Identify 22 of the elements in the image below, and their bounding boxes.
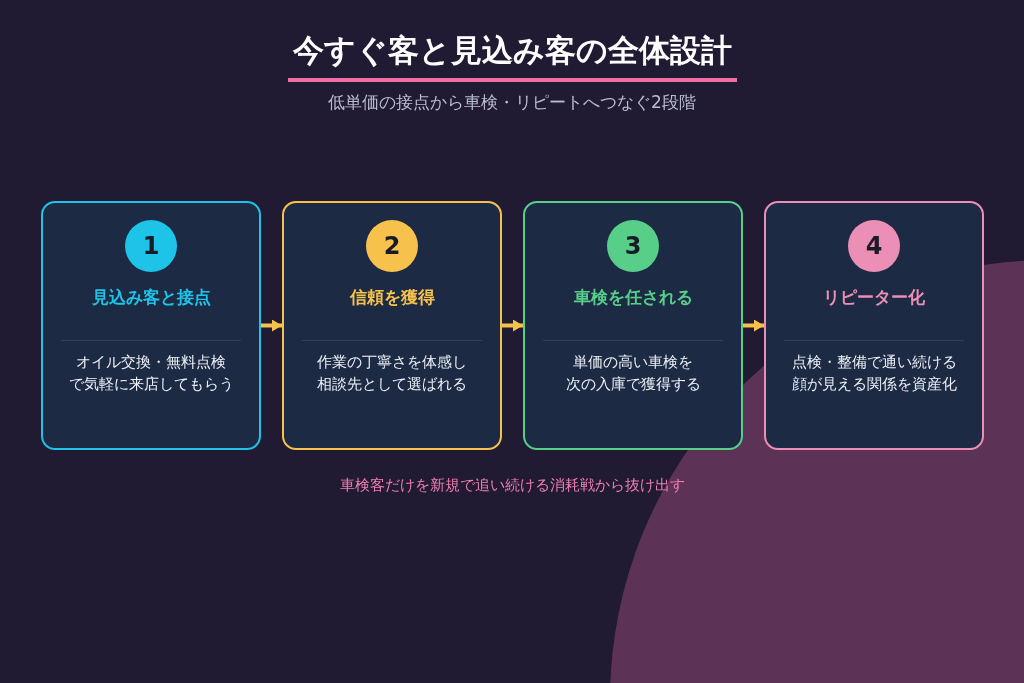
- step-heading: リピーター化: [822, 286, 926, 308]
- step-card: [523, 201, 743, 450]
- note-text: 車検客だけを新規で追い続ける消耗戦から抜け出す: [338, 475, 686, 496]
- title: 今すぐ客と見込み客の全体設計: [291, 31, 733, 70]
- step-heading: 信頼を獲得: [348, 286, 436, 308]
- arrow: [502, 319, 523, 332]
- arrow: [743, 319, 764, 332]
- step-heading: 見込み客と接点: [90, 286, 212, 308]
- arrow: [261, 319, 282, 332]
- step-description: 単価の高い車検を次の入庫で獲得する: [564, 353, 702, 394]
- number-badge: 4: [848, 220, 900, 272]
- subtitle: 低単価の接点から車検・リピートへつなぐ2段階: [327, 91, 697, 113]
- number-badge: 3: [607, 220, 659, 272]
- step-heading: 車検を任される: [572, 286, 694, 308]
- step-card: [41, 201, 261, 450]
- number-badge: 1: [125, 220, 177, 272]
- number-badge: 2: [366, 220, 418, 272]
- step-description: 作業の丁寧さを体感し相談先として選ばれる: [316, 353, 468, 394]
- step-card: [282, 201, 502, 450]
- step-description: オイル交換・無料点検で気軽に来店してもらう: [67, 353, 235, 394]
- step-description: 点検・整備で通い続ける顔が見える関係を資産化: [790, 353, 958, 394]
- step-card: [764, 201, 984, 450]
